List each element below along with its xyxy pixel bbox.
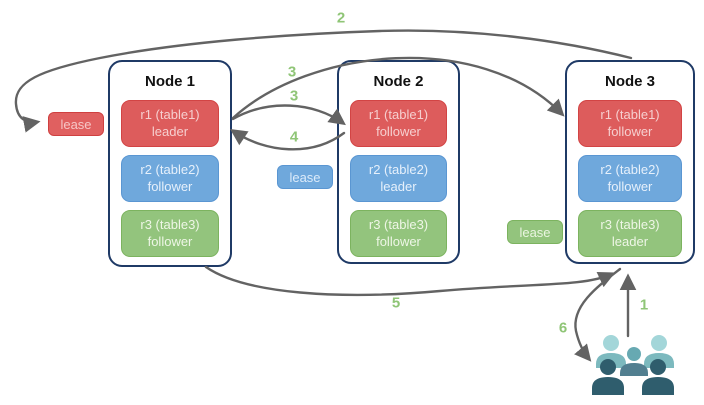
node-1-replica-r3: r3 (table3) follower (121, 210, 219, 257)
user-front-left-head (600, 359, 616, 375)
step-label-3b: 3 (289, 87, 299, 105)
user-back-left-body (596, 353, 626, 368)
user-front-left-body (592, 377, 624, 395)
node-2-replica-r2: r2 (table2) leader (350, 155, 447, 202)
replica-role: follower (376, 123, 421, 139)
replica-role: leader (380, 178, 417, 194)
step-label-5: 5 (391, 294, 401, 312)
node-3-replica-r1: r1 (table1) follower (578, 100, 682, 147)
node-1-replica-r1: r1 (table1) leader (121, 100, 219, 147)
replica-role: follower (376, 233, 421, 249)
replica-role: follower (147, 233, 193, 249)
user-middle-head (627, 347, 641, 361)
replica-name: r3 (table3) (140, 216, 200, 232)
arrow-3-node1-leader-to-node2-follower (231, 104, 346, 126)
node-1-replica-r2: r2 (table2) follower (121, 155, 219, 202)
step-label-2: 2 (336, 9, 346, 27)
replica-name: r1 (table1) (600, 106, 660, 122)
user-front-right-head (650, 359, 666, 375)
replica-role: leader (611, 233, 649, 249)
replica-name: r2 (table2) (600, 161, 660, 177)
lease-badge-r3: lease (507, 220, 563, 244)
node-3-replica-r3: r3 (table3) leader (578, 210, 682, 257)
node-2-title: Node 2 (373, 73, 424, 90)
user-back-left-head (603, 335, 619, 351)
arrow-5-node1-to-node3 (204, 265, 616, 297)
replica-role: follower (147, 178, 193, 194)
replica-name: r1 (table1) (368, 106, 429, 122)
node-1-title: Node 1 (144, 73, 195, 90)
step-label-6: 6 (558, 319, 568, 337)
replica-name: r2 (table2) (140, 161, 200, 177)
user-front-right-body (642, 377, 674, 395)
lease-badge-r1: lease (48, 112, 104, 136)
node-3-replica-r2: r2 (table2) follower (578, 155, 682, 202)
step-label-1: 1 (639, 296, 649, 314)
lease-badge-r2: lease (277, 165, 333, 189)
node-2-replica-r3: r3 (table3) follower (350, 210, 447, 257)
node-1-box: Node 1 r1 (table1) leader r2 (table2) fo… (108, 60, 232, 267)
user-middle-body (620, 363, 648, 376)
user-back-right-head (651, 335, 667, 351)
step-label-4: 4 (289, 128, 299, 146)
replica-role: leader (151, 123, 189, 139)
user-back-right-body (644, 353, 674, 368)
arrow-4-node2-to-node1 (230, 129, 346, 151)
replica-name: r1 (table1) (140, 106, 200, 122)
replica-name: r3 (table3) (600, 216, 660, 232)
node-3-title: Node 3 (604, 73, 655, 90)
step-label-3a: 3 (287, 63, 297, 81)
replica-name: r2 (table2) (368, 161, 429, 177)
node-2-box: Node 2 r1 (table1) follower r2 (table2) … (337, 60, 460, 264)
node-3-box: Node 3 r1 (table1) follower r2 (table2) … (565, 60, 695, 264)
replica-role: follower (607, 178, 653, 194)
node-2-replica-r1: r1 (table1) follower (350, 100, 447, 147)
users-group-icon (592, 335, 674, 395)
arrow-6-node3-to-users (574, 267, 622, 362)
replica-role: follower (607, 123, 653, 139)
replica-name: r3 (table3) (368, 216, 429, 232)
